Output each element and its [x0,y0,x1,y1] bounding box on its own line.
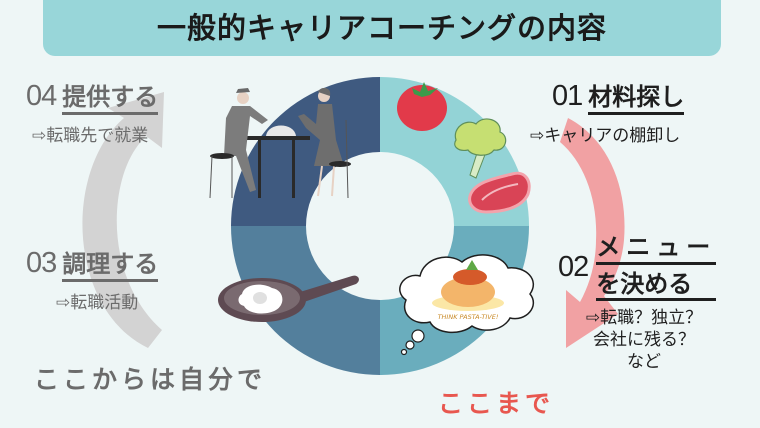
step-number: 04 [26,80,57,112]
coach-cycle-arrow [560,118,625,348]
self-scope-note: ここからは自分で [34,365,267,394]
step-subtitle-line2: 会社に残る？ [593,330,695,351]
step-04: 04 提供する ⇨転職先で就業 [26,80,159,146]
step-title-line1: メニュー [596,233,717,265]
step-subtitle-line3: など [627,352,661,373]
dining-couple-illustration [209,87,351,199]
broccoli-icon [454,118,507,179]
page-title: 一般的キャリアコーチングの内容 [156,11,607,45]
frying-pan-egg-icon [218,275,359,322]
step-title: 提供する [62,83,159,115]
tomato-icon [397,82,447,131]
coach-scope-note: ここまで [438,389,555,418]
step-number: 02 [558,251,589,284]
step-subtitle-line1: ⇨転職？独立？ [585,308,703,329]
step-title: 材料探し [588,83,685,115]
step-01: 01 材料探し ⇨キャリアの棚卸し [530,80,685,146]
step-02: 02 メニュー を決める ⇨転職？独立？ 会社に残る？ など [558,233,724,373]
step-03: 03 調理する ⇨転職活動 [26,247,159,313]
step-title: 調理する [62,250,159,282]
step-title-line2: を決める [596,270,717,302]
self-cycle-arrow [82,92,164,348]
ring-segment-provide [231,77,380,226]
step-subtitle: ⇨転職活動 [56,292,139,313]
step-number: 01 [552,80,583,112]
step-number: 03 [26,247,57,279]
title-banner: 一般的キャリアコーチングの内容 [43,0,721,56]
pasta-caption: THINK PASTA-TIVE! [438,313,499,321]
step-subtitle: ⇨転職先で就業 [32,125,149,146]
step-subtitle: ⇨転職？独立？ 会社に残る？ など [564,307,724,373]
steak-icon [468,171,531,214]
step-subtitle: ⇨キャリアの棚卸し [530,125,681,146]
pasta-thought-bubble: THINK PASTA-TIVE! [399,254,535,356]
